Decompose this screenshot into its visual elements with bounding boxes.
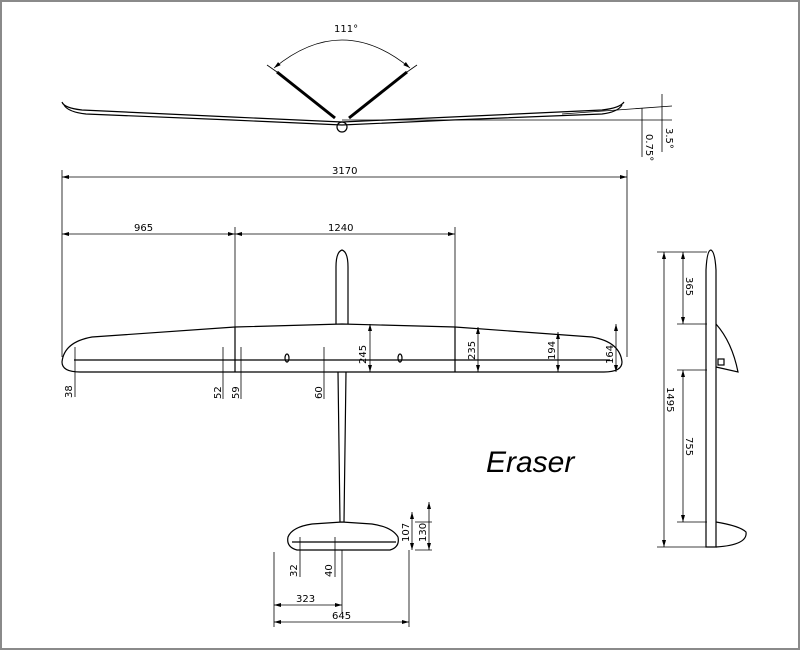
outer-panel-dimension: 965 [134,223,153,234]
model-name-title: Eraser [486,446,575,479]
root-chord-dimension: 245 [358,345,369,364]
tip-angle-label: 3.5° [663,128,674,149]
span-dimension: 3170 [332,166,357,177]
stab-span-dimension: 645 [332,611,351,622]
outer-chord-dimension: 194 [547,341,558,360]
break-thickness-a-dimension: 52 [213,386,224,399]
stab-half-span-dimension: 323 [296,594,315,605]
inner-thickness-dimension: 60 [314,386,325,399]
mid-chord-dimension: 235 [467,341,478,360]
tip-chord-dimension: 164 [605,345,616,364]
stab-thickness-a-dimension: 32 [289,564,300,577]
stab-thickness-b-dimension: 40 [324,564,335,577]
plan-view: 3170 965 1240 245 235 194 164 38 52 [61,166,628,627]
nose-length-dimension: 365 [683,277,694,296]
stab-root-chord-dimension: 130 [418,523,429,542]
center-panel-dimension: 1240 [328,223,353,234]
break-thickness-b-dimension: 59 [231,386,242,399]
root-angle-label: 0.75° [643,134,654,161]
total-length-dimension: 1495 [664,387,675,412]
tip-thickness-dimension: 38 [64,385,75,398]
front-view: 111° 0.75° 3.5° [61,24,674,161]
stab-mid-chord-dimension: 107 [401,523,412,542]
tail-moment-dimension: 755 [683,437,694,456]
side-view: 1495 365 755 [657,249,747,548]
dihedral-angle-label: 111° [334,24,358,35]
